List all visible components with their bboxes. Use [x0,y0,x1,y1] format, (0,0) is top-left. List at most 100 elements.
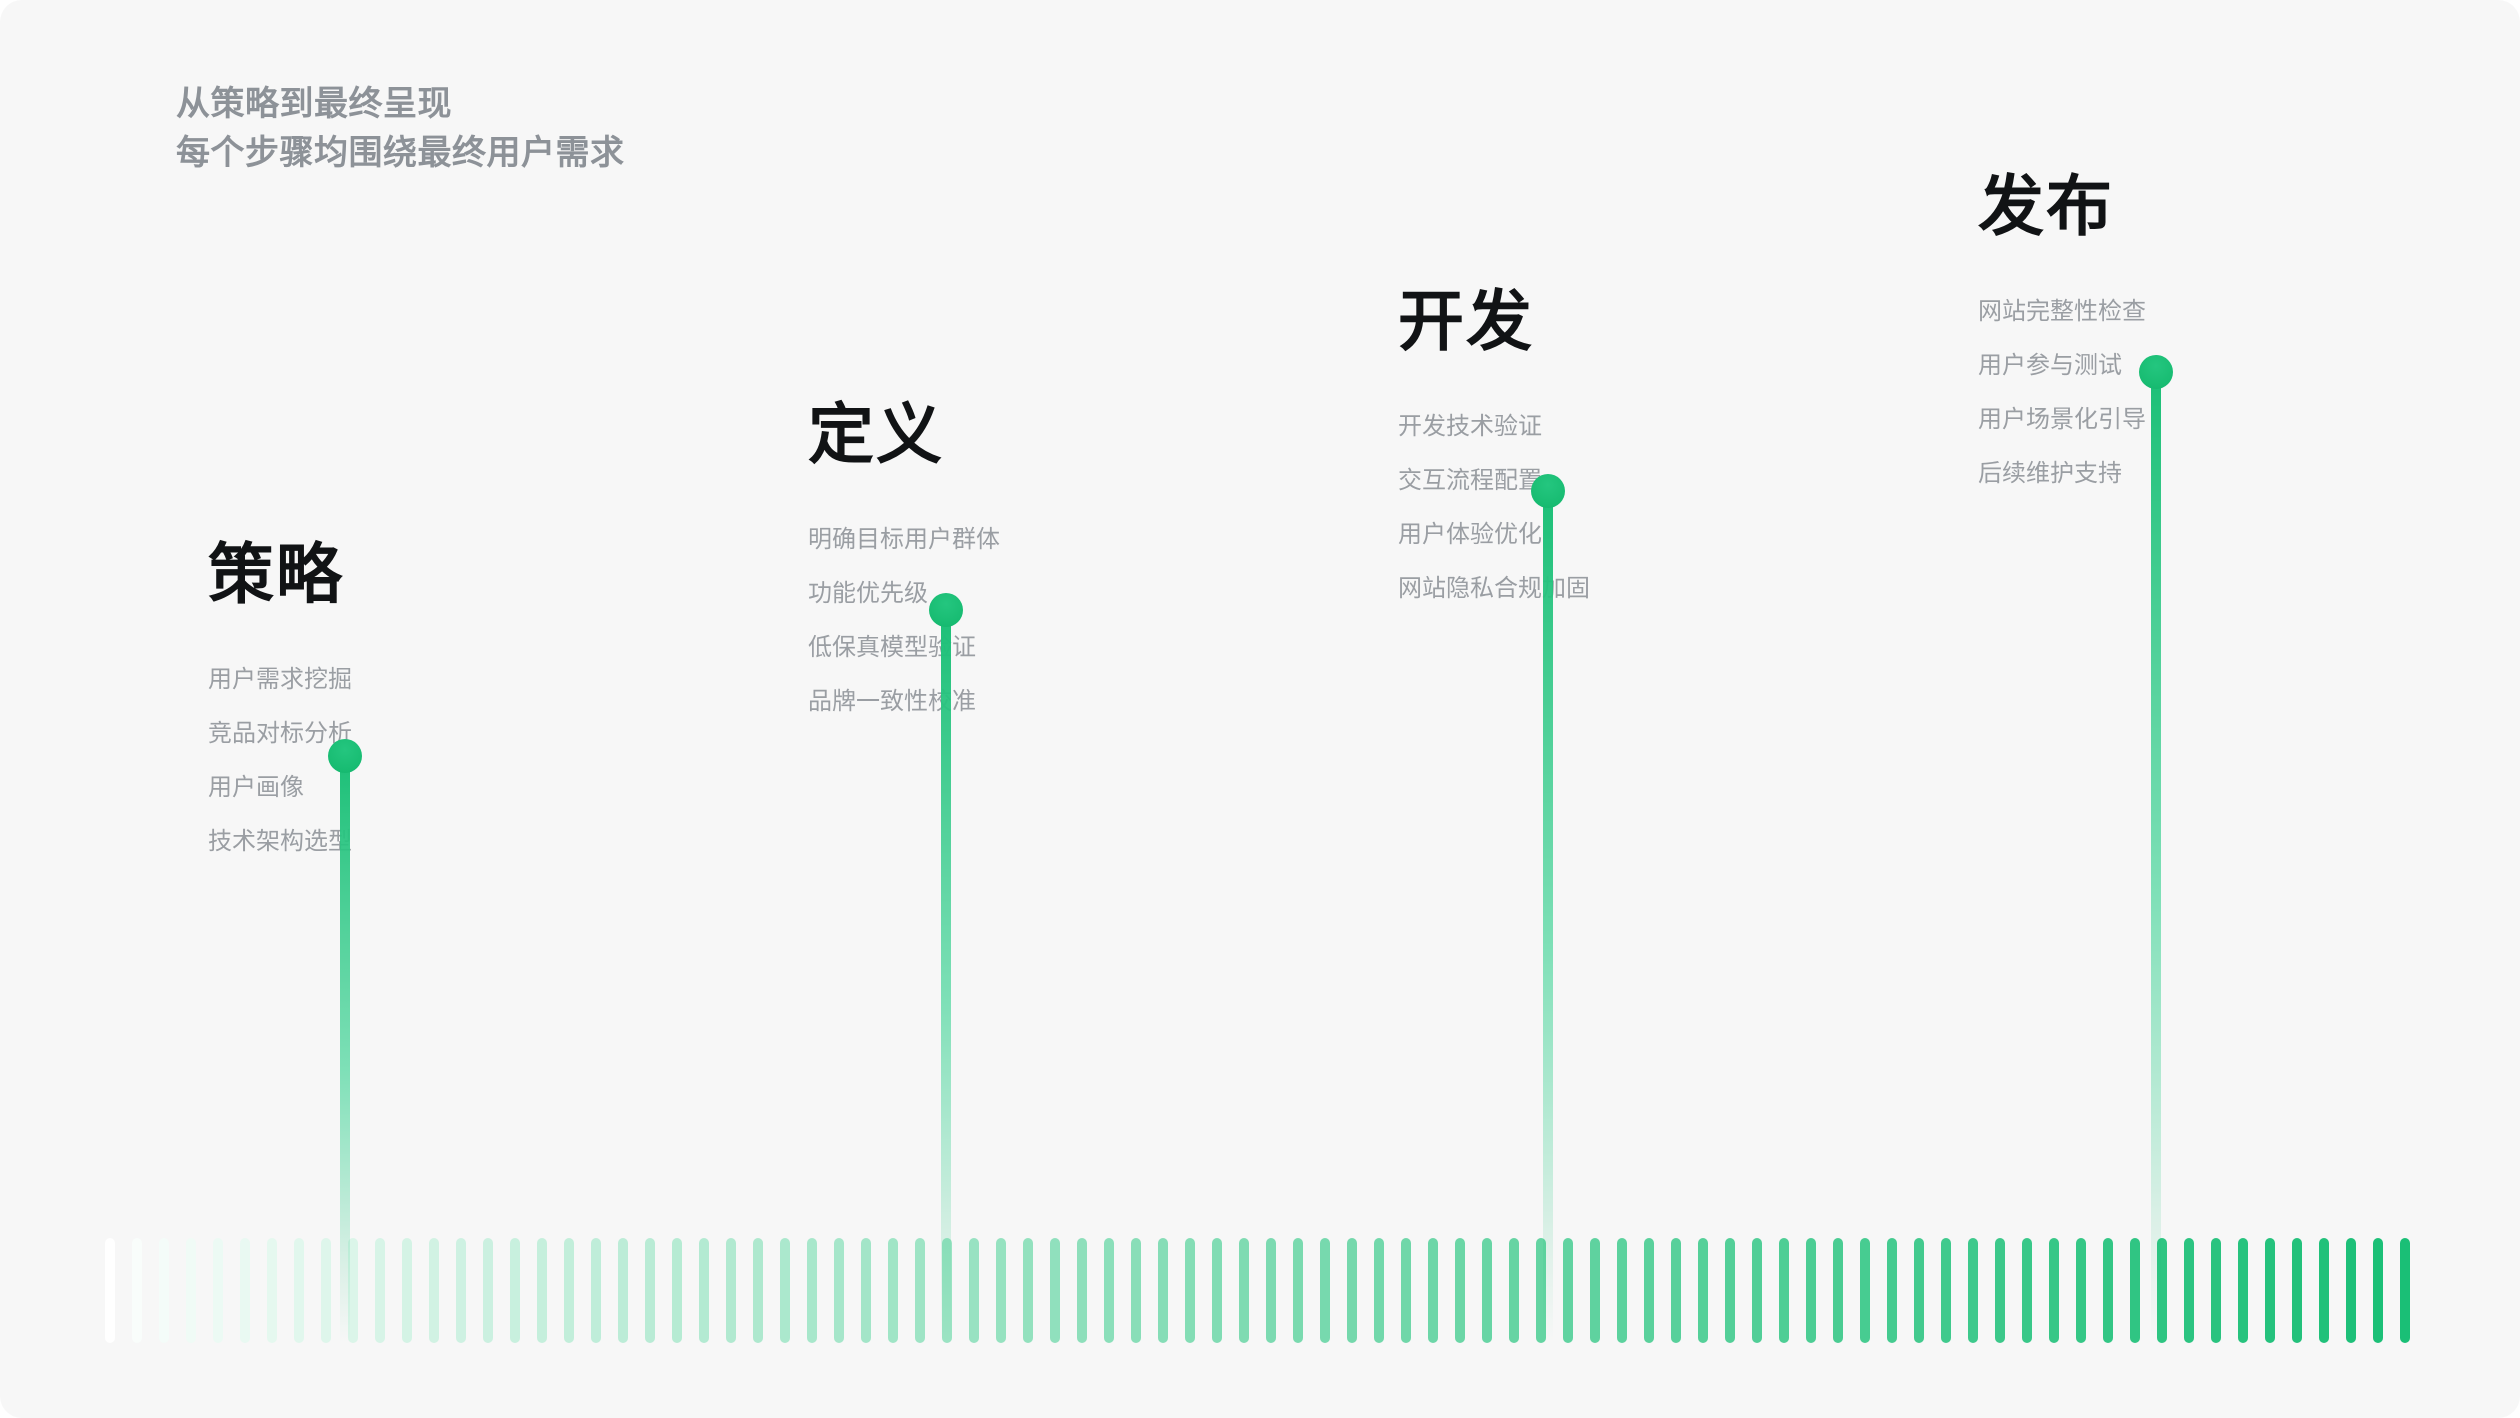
gradient-bar [1725,1238,1735,1343]
marker-dot-icon [328,739,362,773]
gradient-bar [2211,1238,2221,1343]
page-title-line-2: 每个步骤均围绕最终用户需求 [176,134,625,173]
gradient-bar [2373,1238,2383,1343]
marker-stem [2151,368,2161,1342]
gradient-bar [1185,1238,1195,1343]
list-item: 竞品对标分析 [208,720,352,748]
gradient-bar [2238,1238,2248,1343]
gradient-bar [1482,1238,1492,1343]
gradient-bar [375,1238,385,1343]
gradient-bar [1401,1238,1411,1343]
gradient-bar [753,1238,763,1343]
list-item: 用户需求挖掘 [208,666,352,694]
list-item: 开发技术验证 [1398,413,1542,441]
gradient-bar [2022,1238,2032,1343]
gradient-bar [807,1238,817,1343]
stage-title: 定义 [808,397,944,471]
gradient-bar [267,1238,277,1343]
stage-define: 定义 明确目标用户群体 功能优先级 低保真模型验证 品牌一致性校准 [808,397,1228,729]
stage-develop: 开发 开发技术验证 交互流程配置 用户体验优化 网站隐私合规加固 [1398,284,1818,616]
stage-launch: 发布 网站完整性检查 用户参与测试 用户场景化引导 后续维护支持 [1978,169,2398,501]
gradient-bar [186,1238,196,1343]
gradient-bar [672,1238,682,1343]
stage-item-list: 明确目标用户群体 功能优先级 低保真模型验证 品牌一致性校准 [808,513,1228,729]
gradient-bar [996,1238,1006,1343]
stage-title: 发布 [1978,169,2114,243]
gradient-bar [2265,1238,2275,1343]
gradient-bar [1212,1238,1222,1343]
gradient-bar [861,1238,871,1343]
stage-item-list: 开发技术验证 交互流程配置 用户体验优化 网站隐私合规加固 [1398,400,1818,616]
list-item: 品牌一致性校准 [808,688,976,716]
gradient-bar [1077,1238,1087,1343]
gradient-bar [2076,1238,2086,1343]
gradient-bar [2346,1238,2356,1343]
gradient-bar [132,1238,142,1343]
stage-item-list: 用户需求挖掘 竞品对标分析 用户画像 技术架构选型 [208,653,628,869]
gradient-bar [564,1238,574,1343]
gradient-bar [483,1238,493,1343]
gradient-bar [1995,1238,2005,1343]
gradient-bar [1752,1238,1762,1343]
gradient-bar [1266,1238,1276,1343]
gradient-bar [456,1238,466,1343]
stage-marker-strategy [328,739,362,1342]
list-item: 用户场景化引导 [1978,406,2146,434]
gradient-bar [510,1238,520,1343]
gradient-bar [429,1238,439,1343]
gradient-bar [2049,1238,2059,1343]
gradient-bar [1023,1238,1033,1343]
list-item: 低保真模型验证 [808,634,976,662]
gradient-bar [294,1238,304,1343]
gradient-bar [1131,1238,1141,1343]
marker-dot-icon [2139,355,2173,389]
list-item: 明确目标用户群体 [808,526,1000,554]
marker-dot-icon [929,593,963,627]
gradient-bar [1941,1238,1951,1343]
gradient-bar [105,1238,115,1343]
gradient-bar [1671,1238,1681,1343]
list-item: 用户体验优化 [1398,521,1542,549]
list-item: 网站隐私合规加固 [1398,575,1590,603]
stage-title: 开发 [1398,284,1534,358]
gradient-bar [1347,1238,1357,1343]
gradient-bar [1833,1238,1843,1343]
gradient-bar [1374,1238,1384,1343]
stage-title: 策略 [208,537,344,611]
marker-dot-icon [1531,474,1565,508]
gradient-bar [888,1238,898,1343]
gradient-bar [1293,1238,1303,1343]
gradient-bar [618,1238,628,1343]
gradient-bar [2292,1238,2302,1343]
stage-strategy: 策略 用户需求挖掘 竞品对标分析 用户画像 技术架构选型 [208,537,628,869]
gradient-bar [321,1238,331,1343]
gradient-bar [1590,1238,1600,1343]
gradient-bar [1563,1238,1573,1343]
marker-stem [941,606,951,1342]
page-title-line-1: 从策略到最终呈现 [176,85,452,123]
gradient-bar [159,1238,169,1343]
gradient-bar [1455,1238,1465,1343]
gradient-bar [1320,1238,1330,1343]
gradient-bar [402,1238,412,1343]
gradient-bar [213,1238,223,1343]
gradient-bar [2184,1238,2194,1343]
gradient-bar [834,1238,844,1343]
gradient-bar [1158,1238,1168,1343]
gradient-bar [240,1238,250,1343]
gradient-bar [699,1238,709,1343]
gradient-bar [726,1238,736,1343]
gradient-bar [1860,1238,1870,1343]
gradient-bar [1428,1238,1438,1343]
gradient-bar [1779,1238,1789,1343]
gradient-bar [2157,1238,2167,1343]
gradient-bar [1806,1238,1816,1343]
gradient-bar [1968,1238,1978,1343]
gradient-bar [2103,1238,2113,1343]
gradient-bar [645,1238,655,1343]
gradient-bar [348,1238,358,1343]
stage-marker-develop [1531,474,1565,1342]
list-item: 网站完整性检查 [1978,298,2146,326]
gradient-bar [1644,1238,1654,1343]
